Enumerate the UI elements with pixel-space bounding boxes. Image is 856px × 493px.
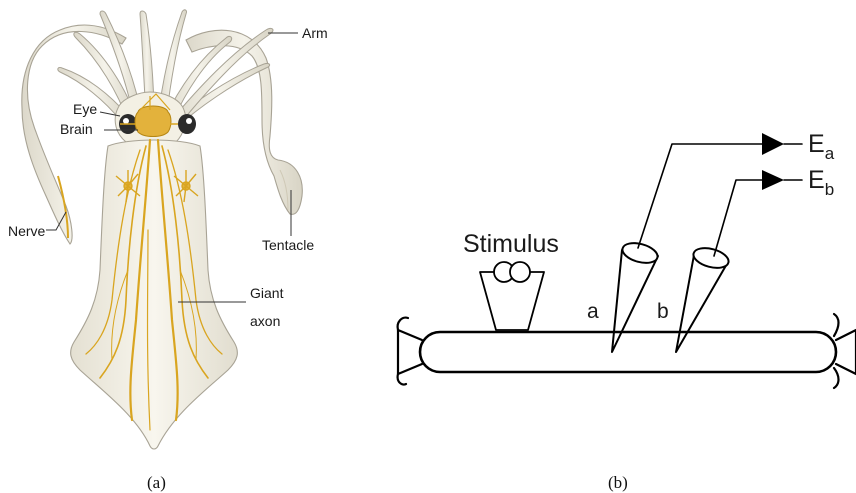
axon-cylinder — [420, 332, 836, 372]
label-giant-axon-line2: axon — [250, 313, 280, 329]
label-tentacle: Tentacle — [262, 237, 314, 253]
output-a-subscript: a — [825, 144, 835, 163]
output-b-letter: E — [808, 166, 825, 194]
arrowhead-a — [762, 133, 784, 155]
label-brain: Brain — [60, 121, 93, 137]
arrowhead-b — [762, 170, 784, 190]
output-a-letter: E — [808, 130, 825, 158]
wire-b — [714, 180, 764, 256]
left-end-clamp — [398, 318, 422, 385]
label-eye: Eye — [73, 101, 97, 117]
squid-mantle — [71, 140, 238, 449]
label-output-a: Ea — [808, 130, 835, 163]
label-output-b: Eb — [808, 166, 834, 199]
right-end-clamp — [834, 314, 856, 388]
output-b-subscript: b — [825, 180, 834, 199]
caption-a: (a) — [147, 473, 166, 492]
label-giant-axon-line1: Giant — [250, 285, 284, 301]
label-electrode-b: b — [657, 300, 669, 323]
label-stimulus: Stimulus — [463, 230, 559, 258]
eye-icon-right — [178, 114, 196, 134]
stimulus-electrode — [480, 262, 544, 330]
squid-illustration: Arm Eye Brain Nerve Tentacle Giant axon — [8, 10, 328, 449]
label-nerve: Nerve — [8, 223, 46, 239]
label-arm: Arm — [302, 25, 328, 41]
label-electrode-a: a — [587, 300, 599, 323]
recording-setup — [398, 133, 856, 388]
wire-a — [638, 144, 764, 248]
caption-b: (b) — [608, 473, 628, 492]
